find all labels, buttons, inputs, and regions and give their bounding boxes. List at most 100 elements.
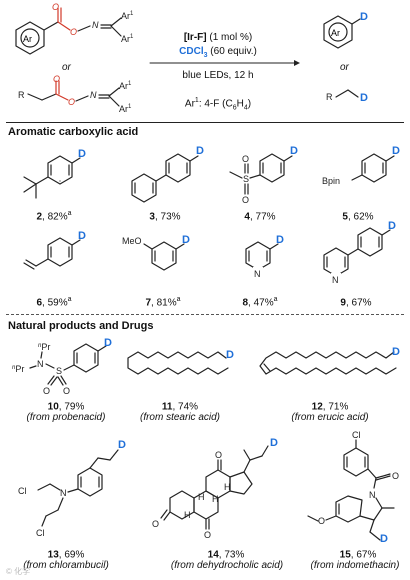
n-atom-9: N [332, 275, 339, 285]
compound-7-label: 7, 81%a [145, 296, 181, 309]
d-label-4: D [290, 145, 298, 157]
ar1-label-bottom-2: Ar1 [119, 104, 132, 114]
compound-12-label: 12, 71% [311, 401, 349, 413]
compound-6-label: 6, 59%a [36, 296, 72, 309]
reactant-aryl-oxime-ester: Ar O O N Ar1 Ar1 [15, 2, 134, 55]
product-alkyl-d-label: D [360, 92, 368, 104]
compound-15-structure: Cl O N D O [307, 430, 399, 545]
npr-top: nPr [38, 342, 50, 352]
d-label-7: D [182, 234, 190, 246]
d-label-10: D [104, 337, 112, 349]
compound-14-structure: O O O H H H H D [152, 437, 278, 540]
bpin-label: Bpin [322, 176, 340, 186]
h-atom-14d: H [198, 492, 205, 502]
d-label-12: D [392, 346, 400, 358]
o-atom-4a: O [242, 195, 249, 205]
cl-atom-15: Cl [352, 430, 361, 440]
d-label-14: D [270, 437, 278, 449]
n-atom-13: N [60, 488, 67, 498]
oxime-n: N [92, 20, 99, 30]
compound-9-structure: D N [323, 220, 396, 285]
d-label-9: D [388, 220, 396, 232]
compound-3-label: 3, 73% [149, 211, 181, 223]
compound-13-source: (from chlorambucil) [23, 560, 109, 571]
light-line: blue LEDs, 12 h [182, 70, 254, 81]
compound-11-label: 11, 74% [161, 401, 199, 413]
compound-14-label: 14, 73% [207, 549, 245, 561]
compound-15-label: 15, 67% [339, 549, 377, 561]
d-label-11: D [226, 349, 234, 361]
product-ar-label: Ar [331, 28, 340, 38]
o-atom-15b: O [318, 516, 325, 526]
d-label-8: D [276, 234, 284, 246]
section-divider [6, 314, 404, 315]
compound-9-label: 9, 67% [340, 297, 372, 309]
product-d-label: D [360, 11, 368, 23]
d-label-13: D [118, 439, 126, 451]
ester-o-2: O [68, 97, 75, 107]
or-right: or [340, 62, 349, 73]
carbonyl-o: O [52, 2, 59, 12]
carbonyl-o-2: O [53, 74, 60, 84]
product-alkyl-d: R D [326, 89, 368, 104]
s-atom-10: S [56, 366, 62, 376]
catalyst-line: [Ir-F] (1 mol %) [183, 32, 253, 43]
reactant-alkyl-oxime-ester: R O O N Ar1 Ar1 [18, 74, 132, 114]
h-atom-14b: H [212, 494, 219, 504]
product-aryl-d: Ar D [323, 11, 368, 49]
compound-10-structure: D S O O N nPr nPr [12, 337, 112, 396]
d-label-6: D [78, 230, 86, 242]
o-atom-15a: O [392, 471, 399, 481]
compound-10-source: (from probenacid) [26, 412, 106, 423]
scheme-divider [6, 122, 404, 123]
o-atom-4b: O [242, 154, 249, 164]
compound-5-label: 5, 62% [342, 211, 374, 223]
compound-12-source: (from erucic acid) [291, 412, 369, 423]
section-natural-title: Natural products and Drugs [8, 320, 154, 332]
o-atom-10b: O [43, 386, 50, 396]
compound-8-structure: D N [245, 234, 284, 279]
meo-label: MeO [122, 236, 142, 246]
r-label: R [18, 90, 25, 100]
d-label-5: D [392, 145, 400, 157]
compound-11-structure: D [127, 349, 234, 375]
deuterium-line: CDCl3 (60 equiv.) [179, 46, 257, 59]
compound-8-label: 8, 47%a [242, 296, 278, 309]
compound-12-structure: D [259, 346, 400, 375]
oxime-n-2: N [90, 90, 97, 100]
compound-13-structure: D N Cl Cl [18, 439, 126, 538]
compound-4-structure: D S O O [229, 145, 298, 205]
compound-10-label: 10, 79% [47, 401, 85, 413]
d-label-2: D [78, 148, 86, 160]
section-aromatic-title: Aromatic carboxylic acid [8, 126, 139, 138]
o-atom-10a: O [63, 386, 70, 396]
compound-5-structure: D Bpin [322, 145, 400, 186]
ar1-label-top-2: Ar1 [119, 81, 132, 91]
ar1-label-top: Ar1 [121, 11, 134, 21]
ar1-definition: Ar1: 4-F (C6H4) [184, 97, 252, 112]
product-r-label: R [326, 92, 333, 102]
npr-left: nPr [12, 364, 24, 374]
compound-2-structure: D [23, 148, 86, 199]
compound-2-label: 2, 82%a [36, 210, 72, 223]
d-label-3: D [196, 145, 204, 157]
compound-7-structure: D MeO [122, 234, 190, 271]
compound-11-source: (from stearic acid) [139, 412, 220, 423]
compound-3-structure: D [131, 145, 204, 203]
o-atom-14c: O [215, 450, 222, 460]
cl-atom-13a: Cl [18, 486, 27, 496]
watermark: © 化学 [6, 567, 31, 576]
ar1-label-bottom: Ar1 [121, 34, 134, 44]
cl-atom-13b: Cl [36, 528, 45, 538]
o-atom-14b: O [204, 530, 211, 540]
h-atom-14a: H [184, 510, 191, 520]
s-atom-4: S [243, 174, 249, 184]
o-atom-14a: O [152, 519, 159, 529]
n-atom-10: N [37, 359, 44, 369]
n-atom-15: N [369, 490, 376, 500]
reaction-arrow [149, 60, 300, 66]
compound-13-label: 13, 69% [47, 549, 85, 561]
ester-o: O [70, 27, 77, 37]
or-left: or [62, 62, 71, 73]
ar-label: Ar [23, 34, 32, 44]
